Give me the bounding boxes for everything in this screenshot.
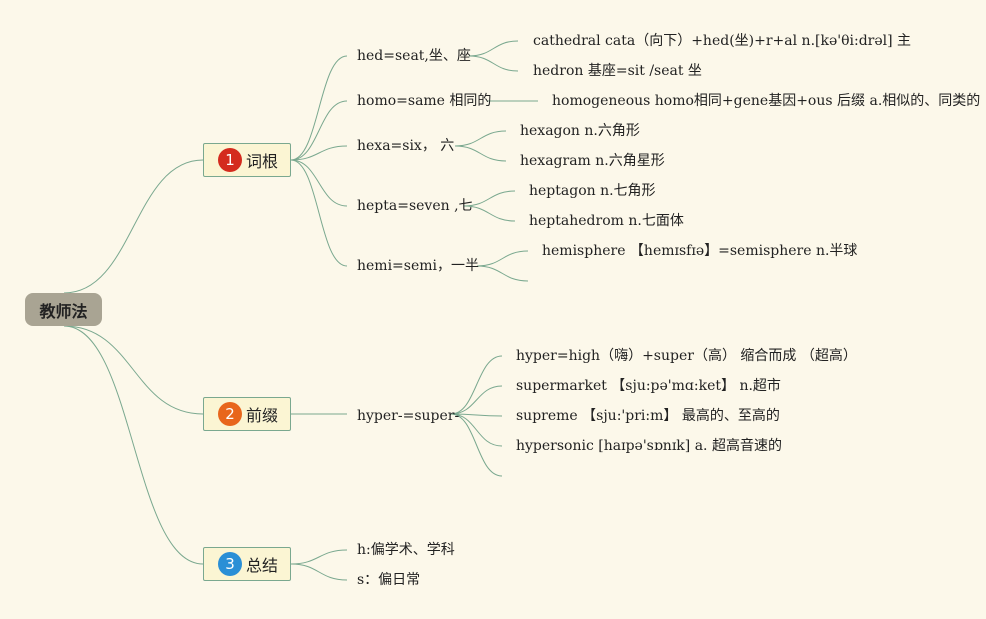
connector-branch-topic — [290, 55, 348, 161]
connector-topic-leaf — [463, 205, 516, 222]
branch-label: 总结 — [246, 556, 279, 575]
number-badge: 2 — [218, 402, 242, 426]
root-label: 教师法 — [39, 301, 88, 321]
branch-node-prefix[interactable]: 2 前缀 — [203, 397, 291, 431]
root-node[interactable]: 教师法 — [25, 293, 102, 326]
connector-topic-leaf — [450, 355, 503, 415]
leaf-label[interactable]: hedron 基座=sit /seat 坐 — [533, 63, 702, 79]
number-badge: 3 — [218, 552, 242, 576]
leaf-label[interactable]: homogeneous homo相同+gene基因+ous 后缀 a.相似的、同… — [552, 93, 981, 109]
connector-topic-leaf — [454, 145, 507, 162]
leaf-label[interactable]: cathedral cata（向下）+hed(坐)+r+al n.[kə'θi:… — [533, 33, 912, 49]
connector-topic-leaf — [450, 385, 503, 415]
connector-topic-leaf — [463, 190, 516, 207]
leaf-label[interactable]: supreme 【sju:'pri:m】 最高的、至高的 — [516, 408, 780, 424]
connector-topic-leaf — [468, 40, 519, 57]
connector-branch-topic — [290, 549, 348, 565]
connector-branch-topic — [290, 563, 348, 581]
topic-label[interactable]: s：偏日常 — [357, 572, 421, 588]
connector-topic-leaf — [454, 130, 507, 147]
connector-topic-leaf — [476, 265, 529, 282]
connector-branch-topic — [290, 145, 348, 161]
topic-label[interactable]: hexa=six， 六 — [357, 138, 455, 154]
branch-label: 词根 — [246, 152, 279, 171]
branch-node-summary[interactable]: 3 总结 — [203, 547, 291, 581]
connector-branch-topic — [290, 159, 348, 267]
connector-root-branch — [63, 325, 204, 565]
topic-label[interactable]: homo=same 相同的 — [357, 93, 492, 109]
connector-topic-leaf — [450, 413, 503, 417]
topic-label[interactable]: hepta=seven ,七 — [357, 198, 473, 214]
connector-topic-leaf — [450, 413, 503, 447]
connector-branch-topic — [290, 100, 348, 161]
topic-label[interactable]: hed=seat,坐、座 — [357, 48, 471, 64]
leaf-label[interactable]: heptahedrom n.七面体 — [529, 213, 684, 229]
topic-label[interactable]: hyper-=super- — [357, 408, 460, 424]
leaf-label[interactable]: supermarket 【sju:pə'mɑ:ket】 n.超市 — [516, 378, 781, 394]
leaf-label[interactable]: hexagon n.六角形 — [520, 123, 640, 139]
connector-root-branch — [63, 325, 204, 415]
number-badge: 1 — [218, 148, 242, 172]
topic-label[interactable]: h:偏学术、学科 — [357, 542, 455, 558]
branch-label: 前缀 — [246, 406, 279, 425]
connector-branch-topic — [290, 159, 348, 207]
topic-label[interactable]: hemi=semi，一半 — [357, 258, 480, 274]
leaf-label[interactable]: hexagram n.六角星形 — [520, 153, 665, 169]
leaf-label[interactable]: heptagon n.七角形 — [529, 183, 656, 199]
leaf-label[interactable]: hypersonic [haɪpə'sɒnɪk] a. 超高音速的 — [516, 438, 782, 454]
leaf-label[interactable]: hyper=high（嗨）+super（高） 缩合而成 （超高） — [516, 348, 857, 364]
connector-topic-leaf — [450, 413, 503, 477]
connector-topic-leaf — [476, 250, 529, 267]
branch-node-roots[interactable]: 1 词根 — [203, 143, 291, 177]
connector-root-branch — [63, 159, 204, 294]
leaf-label[interactable]: hemisphere 【hemɪsfɪə】=semisphere n.半球 — [542, 243, 858, 259]
connector-topic-leaf — [468, 55, 519, 72]
